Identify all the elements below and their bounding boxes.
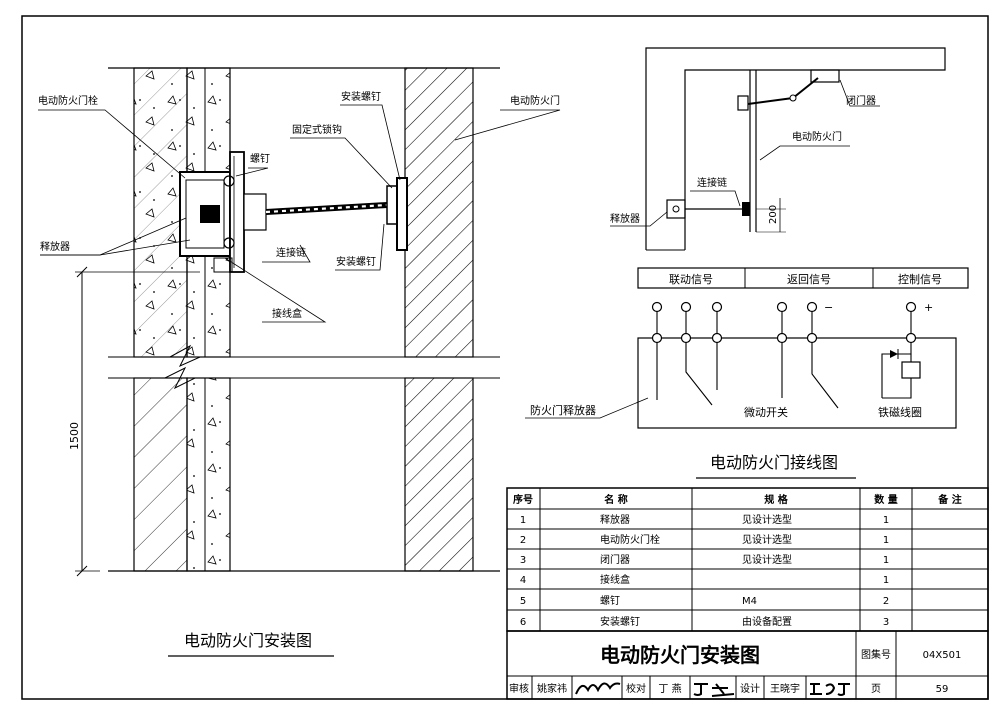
cell-spec: 见设计选型	[742, 533, 792, 546]
title-block: 电动防火门安装图 图集号 04X501 审核 姚家祎 校对 丁 燕 设计 王晓宇…	[506, 630, 989, 700]
reviewer-name: 姚家祎	[537, 682, 567, 695]
cell-no: 3	[520, 555, 526, 566]
plan-view: 200 闭门器 电动防火门 连接链 释放器	[610, 47, 946, 251]
cell-spec: 由设备配置	[742, 615, 792, 628]
cell-no: 6	[520, 617, 526, 628]
cell-name: 闭门器	[600, 553, 630, 566]
col-spec: 规 格	[764, 493, 788, 506]
checker-signature	[693, 683, 735, 697]
cell-qty: 3	[883, 617, 889, 628]
label-door-closer: 闭门器	[846, 94, 876, 107]
cell-no: 1	[520, 515, 526, 526]
wiring-caption: 电动防火门接线图	[710, 453, 838, 472]
design-label: 设计	[740, 682, 760, 695]
col-note: 备 注	[937, 493, 961, 506]
dim-200: 200	[768, 205, 779, 224]
cell-qty: 1	[883, 555, 889, 566]
reviewer-signature	[575, 682, 621, 695]
header-linkage-signal: 联动信号	[669, 273, 713, 286]
cell-qty: 1	[883, 535, 889, 546]
header-return-signal: 返回信号	[787, 273, 831, 286]
page-number: 59	[936, 684, 949, 695]
cell-name: 接线盒	[600, 573, 630, 586]
cell-qty: 2	[883, 596, 889, 607]
col-no: 序号	[513, 493, 533, 506]
sheet-border	[21, 15, 989, 700]
label-release-device: 防火门释放器	[530, 403, 596, 417]
leaders	[38, 104, 561, 323]
chain	[265, 202, 388, 215]
label-door: 电动防火门	[510, 94, 560, 107]
label-install-screw-top: 安装螺钉	[341, 90, 381, 103]
header-control-signal: 控制信号	[898, 272, 942, 286]
label-plan-chain: 连接链	[697, 176, 727, 189]
junction-box	[213, 257, 233, 273]
parts-table: 序号 名 称 规 格 数 量 备 注 1 释放器 见设计选型 1 2 电动防火门…	[506, 487, 989, 632]
cell-spec: M4	[742, 596, 757, 607]
installation-view: 1500 电动防火门栓 安装螺钉 固定式锁钩 螺钉 电动防火门 释放器 连接链 …	[38, 67, 561, 657]
col-name: 名 称	[604, 493, 627, 506]
install-caption: 电动防火门安装图	[184, 631, 312, 650]
cell-name: 安装螺钉	[600, 615, 640, 628]
cell-qty: 1	[883, 575, 889, 586]
designer-name: 王晓宇	[770, 682, 800, 695]
release-device	[179, 171, 231, 257]
terminal-minus: −	[824, 301, 833, 314]
page-label: 页	[871, 683, 881, 695]
cell-name: 电动防火门栓	[600, 533, 660, 546]
plan-release	[666, 199, 686, 219]
label-junction-box: 接线盒	[272, 307, 302, 320]
label-coil: 铁磁线圈	[878, 405, 922, 419]
wiring-diagram: 联动信号 返回信号 控制信号 − + 防火门释放器	[525, 267, 969, 479]
label-door-bolt: 电动防火门栓	[38, 94, 98, 107]
fixed-hook	[386, 185, 398, 225]
label-release: 释放器	[40, 240, 70, 253]
label-plan-release: 释放器	[610, 212, 640, 225]
closer-body	[810, 69, 840, 83]
closer-mount	[737, 95, 749, 111]
door-bolt-plate	[229, 151, 245, 273]
terminals	[651, 301, 917, 344]
atlas-label: 图集号	[861, 648, 891, 661]
door-section	[404, 67, 474, 358]
terminal-plus: +	[924, 301, 933, 314]
drawing-title: 电动防火门安装图	[600, 643, 760, 667]
cell-name: 螺钉	[600, 595, 620, 607]
dimension-1500: 1500	[68, 422, 81, 450]
cell-spec: 见设计选型	[742, 553, 792, 566]
label-chain: 连接链	[276, 246, 306, 259]
designer-signature	[810, 683, 850, 696]
cell-no: 4	[520, 575, 526, 586]
check-label: 校对	[626, 682, 646, 695]
cell-no: 5	[520, 596, 526, 607]
label-fixed-hook: 固定式锁钩	[292, 123, 342, 136]
cell-qty: 1	[883, 515, 889, 526]
atlas-number: 04X501	[923, 650, 962, 661]
cell-name: 释放器	[600, 513, 630, 526]
cell-spec: 见设计选型	[742, 513, 792, 526]
review-label: 审核	[509, 682, 529, 695]
label-screw: 螺钉	[250, 153, 270, 165]
checker-name: 丁 燕	[658, 683, 681, 695]
diode-icon	[890, 350, 898, 358]
coil	[901, 361, 921, 379]
label-micro-switch: 微动开关	[744, 405, 788, 419]
col-qty: 数 量	[874, 493, 897, 506]
label-install-screw-bottom: 安装螺钉	[336, 255, 376, 268]
cell-no: 2	[520, 535, 526, 546]
label-plan-door: 电动防火门	[792, 130, 842, 143]
